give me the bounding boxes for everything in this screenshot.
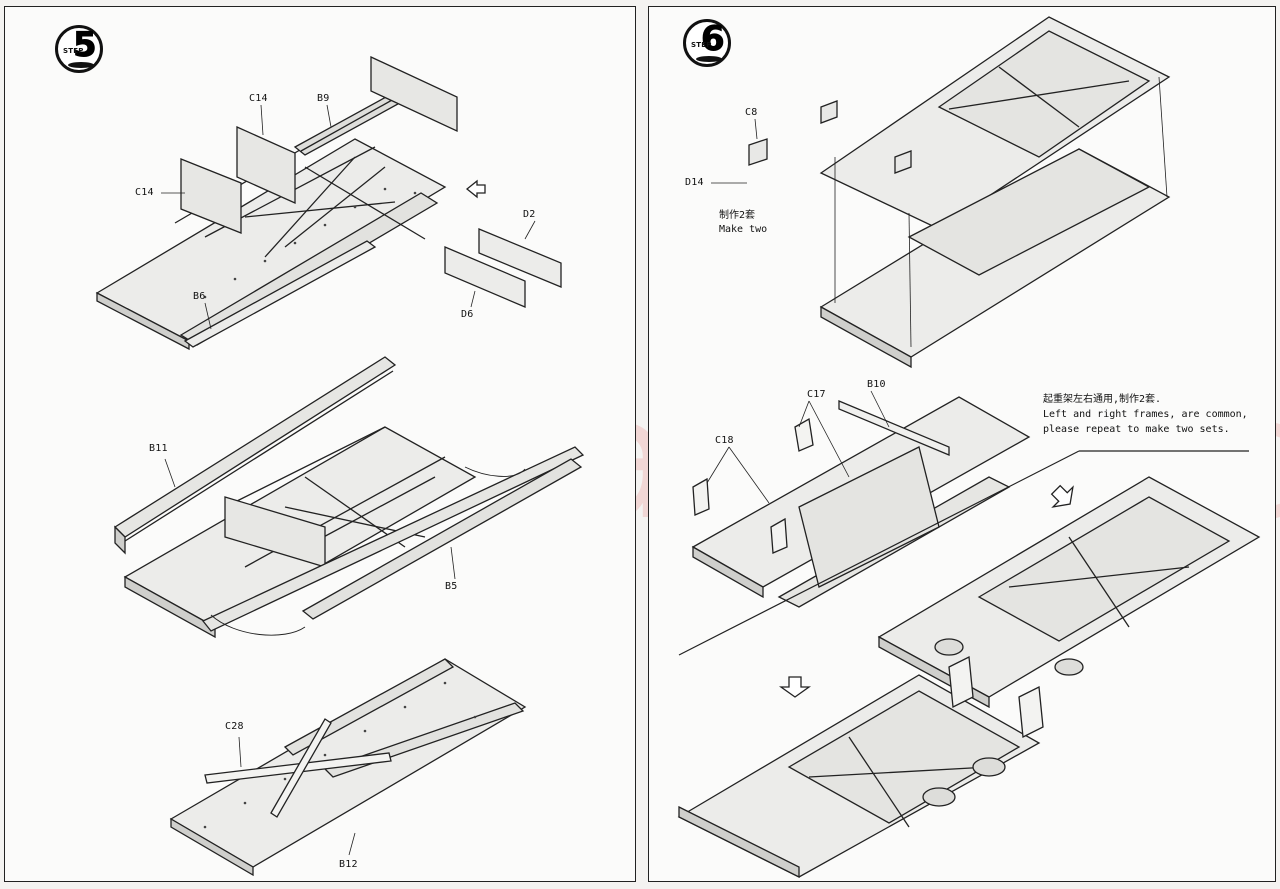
part-label-b6: B6 xyxy=(193,291,206,302)
crane-frame-middle-illustration xyxy=(678,390,1249,698)
instruction-page-step-5: 5 STEP xyxy=(4,6,636,882)
part-label-c18: C18 xyxy=(715,435,734,446)
step-6-badge: 6 STEP xyxy=(683,19,731,67)
step-number: 5 xyxy=(73,25,98,66)
instruction-page-step-6: 6 STEP xyxy=(648,6,1276,882)
part-label-d6: D6 xyxy=(461,309,474,320)
crane-frame-bottom-illustration xyxy=(677,655,1044,879)
make-two-note-en: Make two xyxy=(719,224,768,235)
step-underline-icon xyxy=(696,56,722,62)
frame-assembly-middle-illustration xyxy=(113,356,585,639)
step-5-badge: 5 STEP xyxy=(55,25,103,73)
part-label-c17: C17 xyxy=(807,389,826,400)
step-word: STEP xyxy=(63,47,84,55)
step-number: 6 xyxy=(701,19,726,60)
part-label-d2: D2 xyxy=(523,209,536,220)
crane-frame-top-illustration xyxy=(711,16,1171,369)
part-label-b11: B11 xyxy=(149,443,168,454)
part-label-c8: C8 xyxy=(745,107,758,118)
frames-note-en-line1: Left and right frames, are common, xyxy=(1043,409,1248,420)
step-word: STEP xyxy=(691,41,712,49)
part-label-d14: D14 xyxy=(685,177,704,188)
frame-assembly-top-illustration xyxy=(95,55,562,351)
part-label-b12: B12 xyxy=(339,859,358,870)
step-underline-icon xyxy=(68,62,94,68)
part-label-b10: B10 xyxy=(867,379,886,390)
part-label-c28: C28 xyxy=(225,721,244,732)
frames-note-en-line2: please repeat to make two sets. xyxy=(1043,424,1230,435)
part-label-b5: B5 xyxy=(445,581,458,592)
part-label-c14-top: C14 xyxy=(249,93,268,104)
frames-note-cn: 起重架左右通用,制作2套. xyxy=(1043,394,1162,405)
make-two-note-cn: 制作2套 xyxy=(719,210,756,221)
part-label-b9: B9 xyxy=(317,93,330,104)
frame-assembly-bottom-illustration xyxy=(169,658,527,877)
part-label-c14-left: C14 xyxy=(135,187,154,198)
